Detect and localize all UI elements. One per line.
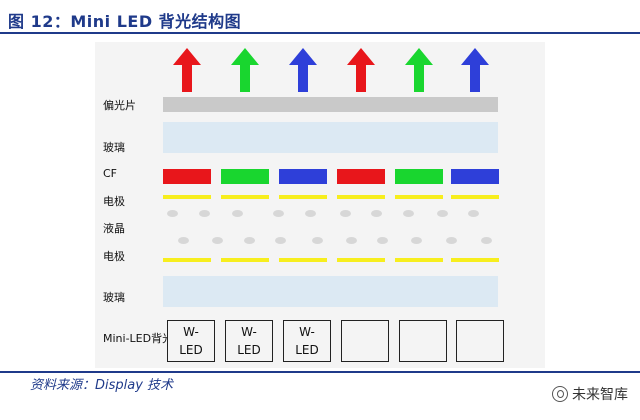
glass-layer-lower: [163, 276, 498, 307]
mini-led-box: [456, 320, 504, 362]
label-electrode-lower: 电极: [103, 250, 125, 263]
title-divider: [0, 32, 640, 34]
electrode-bar: [395, 195, 443, 199]
electrode-bar: [451, 258, 499, 262]
label-electrode-upper: 电极: [103, 195, 125, 208]
label-glass-lower: 玻璃: [103, 291, 125, 304]
led-box-label: LED: [237, 343, 261, 357]
glass-layer-upper: [163, 122, 498, 153]
liquid-crystal-molecule: [346, 237, 357, 244]
liquid-crystal-molecule: [411, 237, 422, 244]
electrode-bar: [163, 258, 211, 262]
arrow-up-icon: [347, 48, 375, 92]
liquid-crystal-molecule: [312, 237, 323, 244]
liquid-crystal-molecule: [305, 210, 316, 217]
led-box-label: LED: [295, 343, 319, 357]
electrode-bar: [451, 195, 499, 199]
mini-led-box: W- LED: [283, 320, 331, 362]
mini-led-box: [341, 320, 389, 362]
color-filter-block: [451, 169, 499, 184]
label-polarizer: 偏光片: [103, 99, 136, 112]
electrode-bar: [337, 258, 385, 262]
color-filter-block: [337, 169, 385, 184]
led-box-label: W-: [183, 325, 199, 339]
watermark: 未来智库: [552, 384, 628, 404]
source-note: 资料来源：Display 技术: [30, 378, 174, 393]
electrode-bar: [163, 195, 211, 199]
footer-divider: [0, 371, 640, 373]
color-filter-block: [163, 169, 211, 184]
label-liquid-crystal: 液晶: [103, 222, 125, 235]
liquid-crystal-molecule: [340, 210, 351, 217]
liquid-crystal-molecule: [275, 237, 286, 244]
liquid-crystal-molecule: [437, 210, 448, 217]
electrode-bar: [221, 258, 269, 262]
liquid-crystal-molecule: [232, 210, 243, 217]
liquid-crystal-molecule: [212, 237, 223, 244]
color-filter-block: [395, 169, 443, 184]
label-glass-upper: 玻璃: [103, 141, 125, 154]
led-box-label: W-: [299, 325, 315, 339]
electrode-bar: [221, 195, 269, 199]
color-filter-block: [279, 169, 327, 184]
liquid-crystal-molecule: [377, 237, 388, 244]
arrow-up-icon: [405, 48, 433, 92]
figure-title: 图 12：Mini LED 背光结构图: [8, 12, 242, 31]
liquid-crystal-molecule: [468, 210, 479, 217]
electrode-bar: [279, 195, 327, 199]
polarizer-layer: [163, 97, 498, 112]
led-box-label: W-: [241, 325, 257, 339]
liquid-crystal-molecule: [371, 210, 382, 217]
liquid-crystal-molecule: [273, 210, 284, 217]
mini-led-box: W- LED: [167, 320, 215, 362]
electrode-bar: [279, 258, 327, 262]
led-box-label: LED: [179, 343, 203, 357]
liquid-crystal-molecule: [403, 210, 414, 217]
electrode-bar: [337, 195, 385, 199]
watermark-logo-icon: [552, 386, 568, 402]
liquid-crystal-molecule: [199, 210, 210, 217]
liquid-crystal-molecule: [481, 237, 492, 244]
mini-led-box: [399, 320, 447, 362]
label-cf: CF: [103, 167, 118, 180]
electrode-bar: [395, 258, 443, 262]
diagram-panel: [95, 42, 545, 368]
liquid-crystal-molecule: [244, 237, 255, 244]
arrow-up-icon: [461, 48, 489, 92]
arrow-up-icon: [231, 48, 259, 92]
liquid-crystal-molecule: [167, 210, 178, 217]
arrow-up-icon: [173, 48, 201, 92]
arrow-up-icon: [289, 48, 317, 92]
label-backlight: Mini-LED背光: [103, 332, 174, 345]
liquid-crystal-molecule: [178, 237, 189, 244]
watermark-text: 未来智库: [572, 387, 628, 403]
liquid-crystal-molecule: [446, 237, 457, 244]
mini-led-box: W- LED: [225, 320, 273, 362]
color-filter-block: [221, 169, 269, 184]
